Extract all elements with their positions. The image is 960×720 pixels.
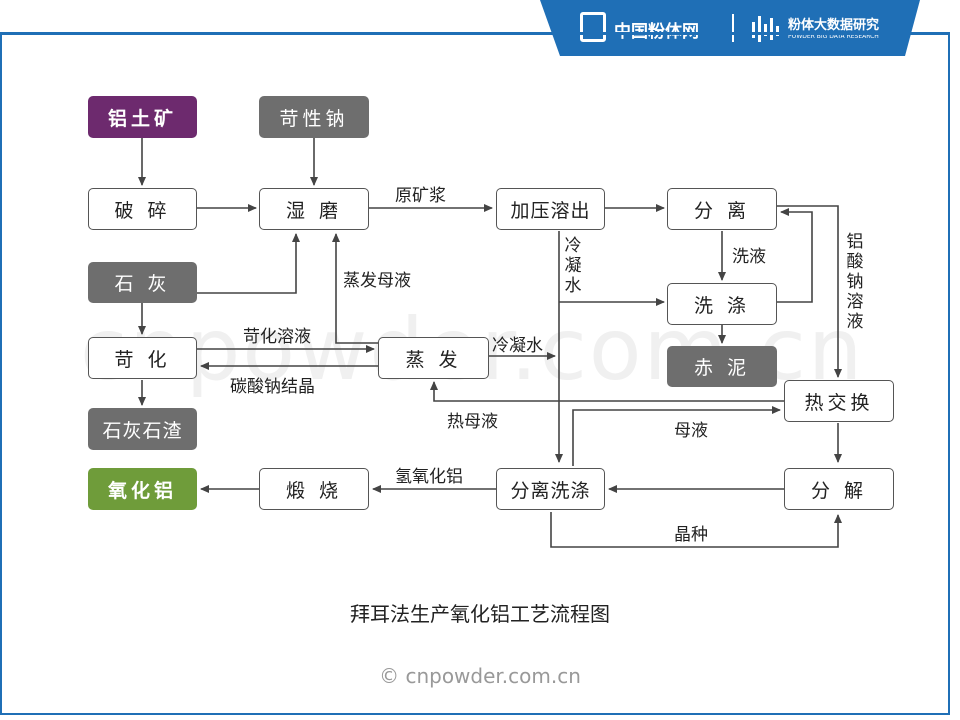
arrow-separation-heatexchange bbox=[777, 205, 842, 378]
banner-shape bbox=[540, 0, 920, 56]
node-lime: 石 灰 bbox=[88, 262, 197, 303]
node-lime-slag: 石灰石渣 bbox=[88, 408, 197, 450]
slide-frame bbox=[0, 32, 950, 715]
label-aluminum-hydroxide: 氢氧化铝 bbox=[395, 467, 463, 487]
copyright-text: © cnpowder.com.cn bbox=[379, 664, 581, 688]
node-evaporation: 蒸 发 bbox=[378, 337, 489, 379]
node-caustic-soda: 苛性钠 bbox=[259, 96, 369, 138]
label-seed-crystal: 晶种 bbox=[674, 525, 708, 545]
node-washing: 洗 涤 bbox=[667, 283, 777, 325]
label-condensate-vertical: 冷凝水 bbox=[564, 236, 582, 296]
label-aluminate-solution: 铝酸钠溶液 bbox=[846, 232, 864, 332]
node-pressure-leaching: 加压溶出 bbox=[496, 188, 605, 230]
label-causticized-solution: 苛化溶液 bbox=[243, 327, 311, 347]
node-wet-grinding: 湿 磨 bbox=[259, 188, 369, 230]
arrow-sepwash-heat bbox=[572, 406, 781, 466]
label-condensate: 冷凝水 bbox=[492, 336, 543, 356]
label-evap-mother-liquor: 蒸发母液 bbox=[343, 271, 411, 291]
label-soda-crystals: 碳酸钠结晶 bbox=[230, 377, 315, 397]
arrow-evap-grinding bbox=[332, 233, 378, 344]
label-wash-liquor: 洗液 bbox=[732, 247, 766, 267]
node-separation: 分 离 bbox=[667, 188, 777, 230]
node-red-mud: 赤 泥 bbox=[667, 346, 777, 387]
node-decomposition: 分 解 bbox=[784, 468, 894, 510]
research-name: 粉体大数据研究 bbox=[788, 18, 880, 33]
label-mother-liquor: 母液 bbox=[674, 421, 708, 441]
label-hot-mother-liquor: 热母液 bbox=[447, 412, 498, 432]
site-logo-icon bbox=[580, 12, 606, 42]
figure-caption: 拜耳法生产氧化铝工艺流程图 bbox=[350, 602, 610, 626]
banner-divider bbox=[732, 14, 734, 42]
bar-chart-icon bbox=[750, 12, 782, 44]
node-crushing: 破 碎 bbox=[88, 188, 197, 230]
node-heat-exchange: 热交换 bbox=[784, 380, 894, 422]
arrow-lime-grinding bbox=[197, 233, 300, 294]
node-bauxite: 铝土矿 bbox=[88, 96, 197, 138]
node-causticizing: 苛 化 bbox=[88, 337, 197, 379]
label-raw-slurry: 原矿浆 bbox=[395, 186, 446, 206]
node-separate-wash: 分离洗涤 bbox=[496, 468, 605, 510]
arrow-seed-decomposition bbox=[550, 512, 842, 548]
node-calcination: 煅 烧 bbox=[259, 468, 369, 510]
arrow-washing-separation bbox=[777, 208, 813, 303]
research-subtitle: POWDER BIG DATA RESEARCH bbox=[788, 33, 879, 40]
node-alumina: 氧化铝 bbox=[88, 468, 197, 510]
arrow-heat-evap bbox=[430, 381, 784, 402]
